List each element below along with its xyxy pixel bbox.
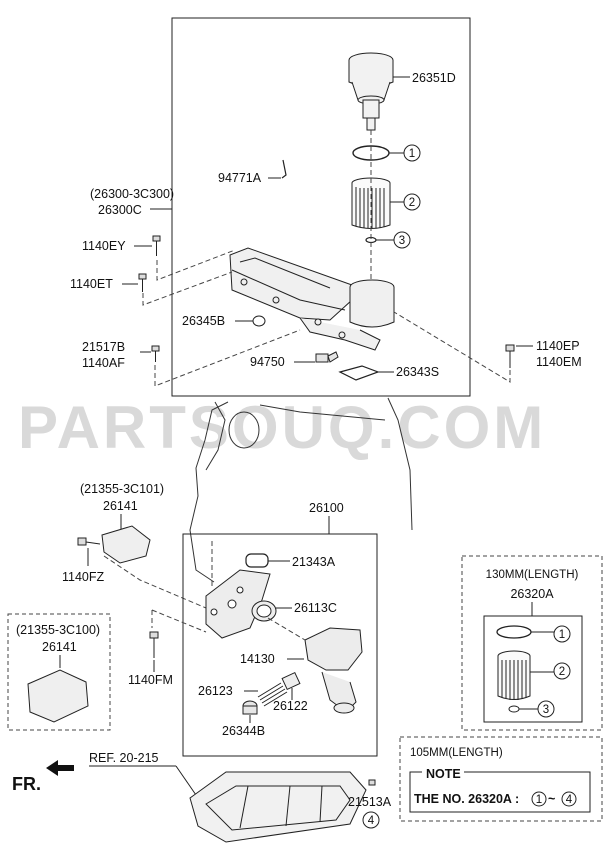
part-label-1140FZ[interactable]: 1140FZ — [62, 570, 105, 584]
kit-callout-2-circle — [553, 662, 571, 680]
gasket-26345B — [252, 315, 266, 327]
kit-o-ring — [496, 625, 532, 639]
callout-4: 4 — [368, 815, 375, 827]
note-range: ~ — [548, 792, 555, 806]
bolt-1140ET — [138, 273, 147, 292]
part-label-1140EP[interactable]: 1140EP — [536, 339, 580, 353]
filter-housing-26113C — [251, 600, 277, 622]
kit-callout-3: 3 — [543, 704, 549, 716]
callout-1-circle — [403, 144, 421, 162]
part-label-26141-lower[interactable]: 26141 — [42, 640, 77, 654]
note-heading-bg — [422, 766, 464, 778]
part-label-1140AF[interactable]: 1140AF — [82, 356, 125, 370]
kit-130mm-box — [461, 555, 603, 731]
bolt-21517B — [151, 345, 160, 362]
callout-3-circle — [393, 231, 411, 249]
part-label-26113C[interactable]: 26113C — [294, 601, 337, 615]
oil-pan-part — [189, 771, 367, 843]
part-label-26345B[interactable]: 26345B — [182, 314, 225, 328]
gasket-26343S — [338, 365, 380, 381]
note-callout-4-circle — [561, 791, 577, 807]
plug-26344B — [242, 700, 258, 715]
part-label-26100[interactable]: 26100 — [309, 501, 344, 515]
engine-block-outline — [189, 397, 413, 583]
callout-3: 3 — [399, 235, 405, 247]
kit-105mm-title: 105MM(LENGTH) — [410, 747, 503, 759]
drain-plug-21513A — [368, 779, 376, 786]
note-heading: NOTE — [426, 767, 461, 781]
kit-130mm-inner — [483, 615, 583, 723]
callout-1: 1 — [409, 148, 415, 160]
bolt-1140EP — [505, 344, 515, 368]
part-label-14130[interactable]: 14130 — [240, 652, 275, 666]
ref-link-20-215[interactable]: REF. 20-215 — [89, 751, 159, 765]
relief-spring-26123 — [257, 682, 288, 707]
part-label-21355-3C101[interactable]: (21355-3C101) — [80, 482, 164, 496]
note-callout-4: 4 — [566, 794, 573, 806]
part-label-21355-3C100[interactable]: (21355-3C100) — [16, 623, 100, 637]
part-label-26141-upper[interactable]: 26141 — [103, 499, 138, 513]
note-text: THE NO. 26320A : — [414, 792, 519, 806]
gasket-21343A — [245, 553, 269, 568]
part-label-26344B[interactable]: 26344B — [222, 724, 265, 738]
part-label-26300-3C300[interactable]: (26300-3C300) — [90, 187, 174, 201]
part-label-94750[interactable]: 94750 — [250, 355, 285, 369]
part-label-26122[interactable]: 26122 — [273, 699, 308, 713]
part-label-1140ET[interactable]: 1140ET — [70, 277, 113, 291]
kit-callout-3-circle — [537, 700, 555, 718]
kit-filter-element — [497, 650, 531, 700]
part-label-1140EM[interactable]: 1140EM — [536, 355, 582, 369]
chain-cover-alt-26141 — [27, 669, 89, 723]
kit-small-o-ring — [508, 705, 520, 713]
alt-cover-box — [7, 613, 111, 731]
oil-pump-frame — [182, 533, 378, 757]
part-label-21517B[interactable]: 21517B — [82, 340, 125, 354]
callout-2: 2 — [409, 197, 415, 209]
filter-cap-part — [348, 52, 394, 131]
part-label-1140EY[interactable]: 1140EY — [82, 239, 126, 253]
part-label-26123[interactable]: 26123 — [198, 684, 233, 698]
relief-plunger-26122 — [281, 671, 301, 691]
oil-filter-housing-frame — [171, 17, 471, 397]
part-label-21343A[interactable]: 21343A — [292, 555, 336, 569]
callout-2-circle — [403, 193, 421, 211]
watermark-text: PARTSOUQ.COM — [18, 394, 546, 461]
oil-filter-housing-part — [229, 247, 395, 351]
part-label-21513A[interactable]: 21513A — [348, 795, 392, 809]
bolt-1140FZ — [77, 537, 101, 546]
bolt-1140FM — [149, 631, 159, 658]
kit-130mm-title: 130MM(LENGTH) — [486, 569, 579, 581]
part-label-26351D[interactable]: 26351D — [412, 71, 456, 85]
part-label-26343S[interactable]: 26343S — [396, 365, 439, 379]
front-arrow-icon — [46, 760, 74, 776]
oil-strainer-14130 — [304, 627, 363, 714]
front-label: FR. — [12, 774, 41, 794]
part-label-1140FM[interactable]: 1140FM — [128, 673, 173, 687]
kit-105mm-box — [399, 736, 603, 822]
note-box — [409, 771, 591, 813]
kit-callout-2: 2 — [559, 666, 565, 678]
oil-pump-body — [205, 569, 271, 639]
bolt-1140EY — [152, 235, 161, 256]
kit-130mm-part[interactable]: 26320A — [510, 587, 554, 601]
kit-callout-1-circle — [553, 625, 571, 643]
part-label-94771A[interactable]: 94771A — [218, 171, 262, 185]
note-callout-1-circle — [531, 791, 547, 807]
part-label-26300C[interactable]: 26300C — [98, 203, 142, 217]
kit-callout-1: 1 — [559, 629, 565, 641]
callout-4-circle — [362, 811, 380, 829]
chain-cover-26141 — [101, 525, 151, 564]
note-callout-1: 1 — [536, 794, 542, 806]
oil-pressure-sensor-94750 — [315, 351, 339, 363]
